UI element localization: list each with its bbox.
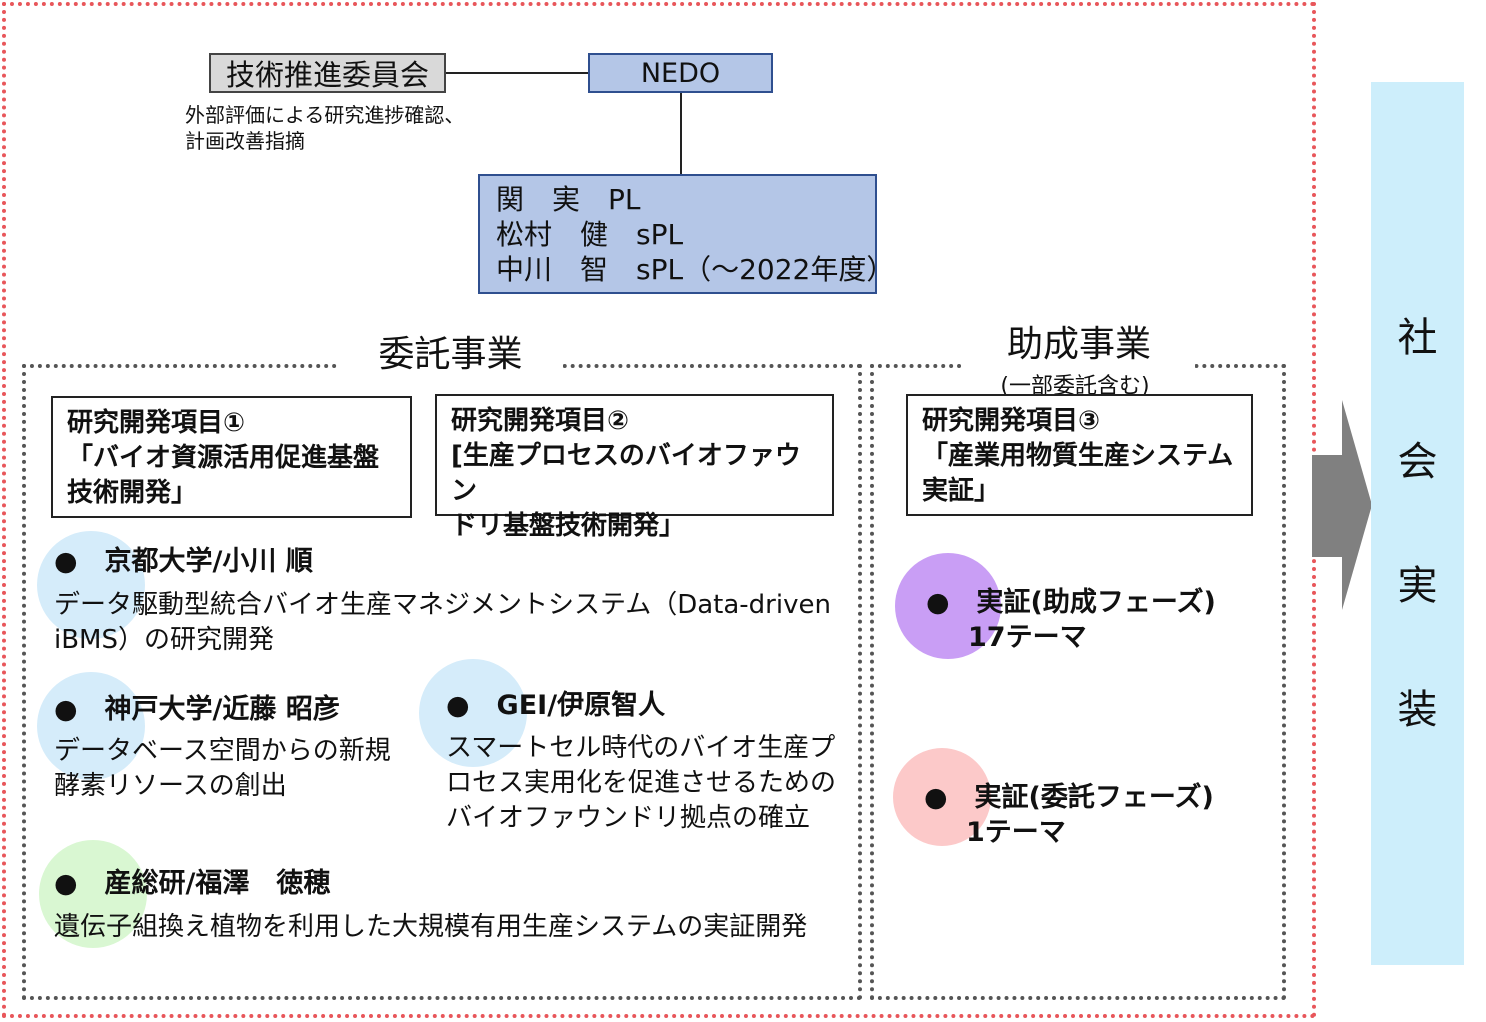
itaku-phase-circle	[893, 748, 991, 846]
committee-label: 技術推進委員会	[225, 58, 429, 92]
kobe-entry-label: ● 神戸大学/近藤 昭彦	[54, 694, 340, 725]
research-item-1: 研究開発項目① 「バイオ資源活用促進基盤 技術開発」	[51, 396, 412, 518]
pl-line: 松村 健 sPL	[496, 218, 684, 251]
entry-desc-line: 遺伝子組換え植物を利用した大規模有用生産システムの実証開発	[54, 912, 808, 942]
aist-entry-label: ● 産総研/福澤 徳穂	[54, 868, 331, 899]
kyoto-entry-label: ● 京都大学/小川 順	[54, 546, 313, 577]
entry-desc-line: データベース空間からの新規	[54, 736, 391, 766]
josei-section-title: 助成事業	[963, 324, 1195, 368]
committee-box: 技術推進委員会	[209, 53, 446, 93]
nedo-box: NEDO	[588, 53, 773, 93]
josei-phase-circle	[895, 553, 1001, 659]
research-item-3: 研究開発項目③ 「産業用物質生産システム 実証」	[906, 394, 1253, 516]
kobe-circle	[37, 672, 145, 780]
pl-box: 関 実 PL 松村 健 sPL 中川 智 sPL（～2022年度）	[478, 174, 895, 294]
nedo-pl-connector	[680, 93, 682, 174]
itaku-phase-label: ● 実証(委託フェーズ)	[924, 782, 1214, 813]
entry-desc-line: iBMS）の研究開発	[54, 625, 274, 655]
social-char: 装	[1397, 686, 1438, 733]
research-item-2: 研究開発項目② [生産プロセスのバイオファウン ドリ基盤技術開発」	[435, 394, 834, 541]
research-item-line: 研究開発項目②	[451, 406, 630, 436]
gei-entry-label: ● GEI/伊原智人	[446, 690, 666, 721]
research-item-line: [生産プロセスのバイオファウン	[451, 441, 801, 506]
pl-line: 中川 智 sPL（～2022年度）	[496, 253, 895, 286]
itaku-phase-count: 1テーマ	[966, 817, 1066, 848]
committee-note: 外部評価による研究進捗確認、 計画改善指摘	[185, 102, 505, 154]
kyoto-circle	[37, 531, 145, 639]
research-item-line: 研究開発項目③	[922, 406, 1101, 436]
research-item-line: 研究開発項目①	[67, 408, 246, 438]
social-char: 会	[1397, 438, 1438, 485]
research-item-line: 技術開発」	[67, 478, 198, 508]
aist-entry-desc: 遺伝子組換え植物を利用した大規模有用生産システムの実証開発	[54, 910, 854, 945]
committee-note-line: 計画改善指摘	[185, 129, 305, 153]
gei-entry-desc: スマートセル時代のバイオ生産プ ロセス実用化を促進させるための バイオファウンド…	[446, 731, 846, 836]
research-item-line: 「産業用物質生産システム	[922, 441, 1234, 471]
josei-phase-count: 17テーマ	[968, 622, 1087, 653]
itaku-section-title: 委託事業	[338, 334, 563, 382]
social-char: 実	[1397, 562, 1438, 609]
gei-circle	[419, 659, 527, 767]
right-arrow-icon	[1312, 400, 1372, 610]
entry-desc-line: ロセス実用化を促進させるための	[446, 768, 837, 798]
josei-phase-label: ● 実証(助成フェーズ)	[926, 587, 1216, 618]
social-implementation-bar: 社 会 実 装	[1371, 82, 1464, 965]
research-item-line: 「バイオ資源活用促進基盤	[67, 443, 380, 473]
social-char: 社	[1397, 314, 1438, 361]
kyoto-entry-desc: データ駆動型統合バイオ生産マネジメントシステム（Data-driven iBMS…	[54, 588, 844, 658]
research-item-line: 実証」	[922, 476, 1001, 506]
entry-desc-line: 酵素リソースの創出	[54, 771, 287, 801]
committee-nedo-connector	[446, 72, 589, 74]
entry-desc-line: スマートセル時代のバイオ生産プ	[446, 733, 836, 763]
entry-desc-line: データ駆動型統合バイオ生産マネジメントシステム（Data-driven	[54, 590, 831, 620]
aist-circle	[39, 840, 147, 948]
research-item-line: ドリ基盤技術開発」	[451, 511, 686, 541]
nedo-label: NEDO	[640, 57, 721, 89]
pl-line: 関 実 PL	[496, 183, 641, 216]
kobe-entry-desc: データベース空間からの新規 酵素リソースの創出	[54, 734, 404, 804]
entry-desc-line: バイオファウンドリ拠点の確立	[446, 803, 811, 833]
committee-note-line: 外部評価による研究進捗確認、	[185, 103, 465, 127]
